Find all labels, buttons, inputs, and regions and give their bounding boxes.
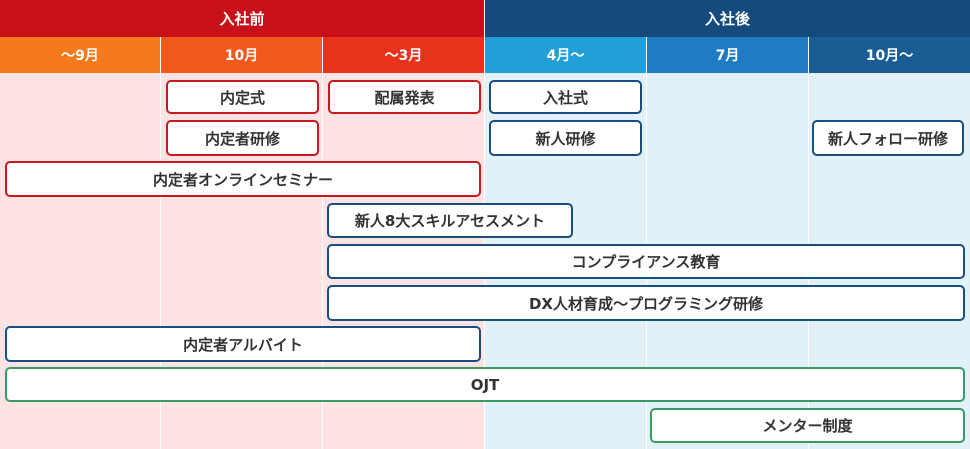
month-header-5: 7月 — [647, 37, 808, 73]
event-naiteisha-online-seminar: 内定者オンラインセミナー — [5, 161, 481, 197]
event-shinjin-kenshu: 新人研修 — [489, 120, 642, 156]
event-naiteisha-kenshu: 内定者研修 — [166, 120, 319, 156]
column-divider — [160, 73, 161, 449]
phase-header-after: 入社後 — [485, 0, 970, 37]
event-naiteisha-arubaito: 内定者アルバイト — [5, 326, 481, 362]
event-haizoku-happyou: 配属発表 — [328, 80, 481, 114]
column-divider — [322, 73, 323, 449]
event-skill-assessment: 新人8大スキルアセスメント — [327, 203, 573, 238]
event-shinjin-follow-kenshu: 新人フォロー研修 — [812, 120, 964, 156]
event-compliance: コンプライアンス教育 — [327, 244, 965, 279]
month-header-2: 10月 — [161, 37, 322, 73]
month-header-3: 〜3月 — [323, 37, 484, 73]
event-ojt: OJT — [5, 367, 965, 402]
month-header-6: 10月〜 — [809, 37, 970, 73]
month-header-4: 4月〜 — [485, 37, 646, 73]
event-nyuushashiki: 入社式 — [489, 80, 642, 114]
month-header-1: 〜9月 — [0, 37, 160, 73]
event-dx-programming: DX人材育成〜プログラミング研修 — [327, 285, 965, 321]
event-naiteishiki: 内定式 — [166, 80, 319, 114]
event-mentor: メンター制度 — [650, 408, 965, 443]
phase-header-before: 入社前 — [0, 0, 484, 37]
